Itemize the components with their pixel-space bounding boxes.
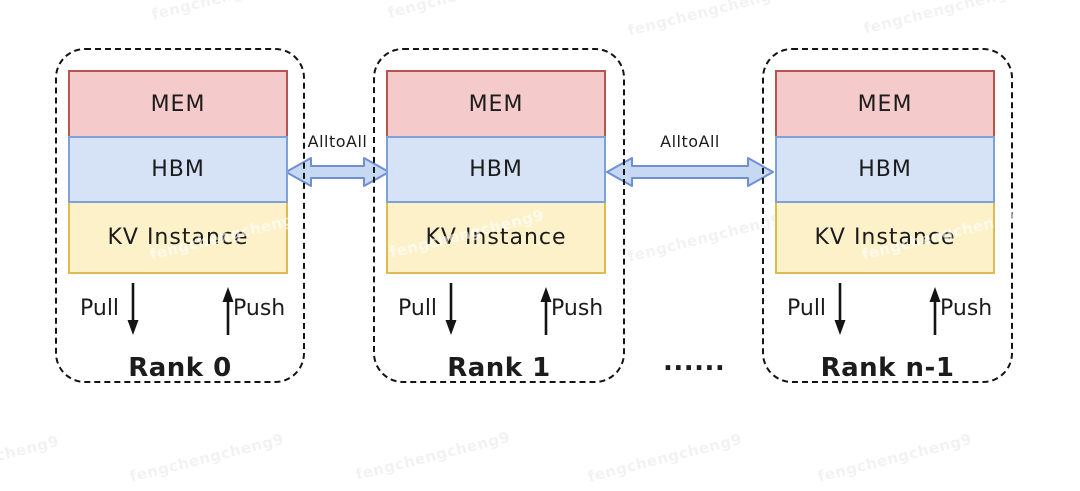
push-label: Push [551, 296, 604, 321]
rank-node-n-1: MEM HBM KV Instance Pull Push Rank n-1 [762, 48, 1013, 383]
watermark-text: fengchengcheng9 [127, 429, 286, 486]
memory-stack: MEM HBM KV Instance [386, 70, 606, 274]
mem-label: MEM [150, 91, 206, 117]
alltoall-double-arrow-icon [606, 156, 774, 192]
kv-instance-block: KV Instance [68, 201, 288, 274]
kv-instance-label: KV Instance [107, 225, 249, 250]
pull-label: Pull [787, 296, 827, 321]
rank-node-0: MEM HBM KV Instance Pull Push Rank 0 [55, 48, 305, 383]
pull-label: Pull [398, 296, 438, 321]
memory-stack: MEM HBM KV Instance [68, 70, 288, 274]
kv-instance-block: KV Instance [386, 201, 606, 274]
watermark-text: fengchengcheng9 [815, 429, 974, 486]
pull-down-arrow-icon [125, 283, 141, 339]
hbm-label: HBM [858, 157, 912, 182]
watermark-text: fengchengcheng9 [0, 431, 61, 488]
push-up-arrow-icon [220, 287, 236, 339]
mem-label: MEM [468, 91, 524, 117]
kv-instance-label: KV Instance [425, 225, 567, 250]
mem-block: MEM [68, 70, 288, 138]
ellipsis-dots: ...... [663, 347, 726, 377]
hbm-block: HBM [775, 136, 995, 203]
push-up-arrow-icon [538, 287, 554, 339]
watermark-text: fengchengcheng9 [150, 0, 308, 24]
watermark-text: fengchengcheng9 [625, 0, 784, 40]
alltoall-label: AlltoAll [660, 132, 720, 151]
pull-down-arrow-icon [832, 283, 848, 339]
rank-label: Rank 1 [447, 353, 551, 383]
alltoall-label: AlltoAll [307, 132, 368, 151]
watermark-text: fengchengcheng9 [861, 0, 1020, 38]
mem-label: MEM [857, 91, 913, 117]
pull-label: Pull [80, 296, 120, 321]
watermark-text: fengchengcheng9 [585, 429, 744, 486]
push-label: Push [940, 296, 993, 321]
hbm-block: HBM [386, 136, 606, 203]
rank-label: Rank n-1 [820, 353, 955, 383]
memory-stack: MEM HBM KV Instance [775, 70, 995, 274]
hbm-label: HBM [151, 157, 205, 182]
push-up-arrow-icon [927, 287, 943, 339]
hbm-label: HBM [469, 157, 523, 182]
watermark-text: fengchengcheng9 [353, 427, 512, 484]
rank-label: Rank 0 [128, 353, 232, 383]
mem-block: MEM [386, 70, 606, 138]
kv-instance-label: KV Instance [814, 225, 956, 250]
kv-instance-block: KV Instance [775, 201, 995, 274]
push-label: Push [233, 296, 286, 321]
mem-block: MEM [775, 70, 995, 138]
watermark-text: fengchengcheng9 [625, 209, 784, 266]
pull-down-arrow-icon [443, 283, 459, 339]
rank-node-1: MEM HBM KV Instance Pull Push Rank 1 [373, 48, 625, 383]
watermark-text: fengchengcheng9 [386, 0, 544, 22]
hbm-block: HBM [68, 136, 288, 203]
